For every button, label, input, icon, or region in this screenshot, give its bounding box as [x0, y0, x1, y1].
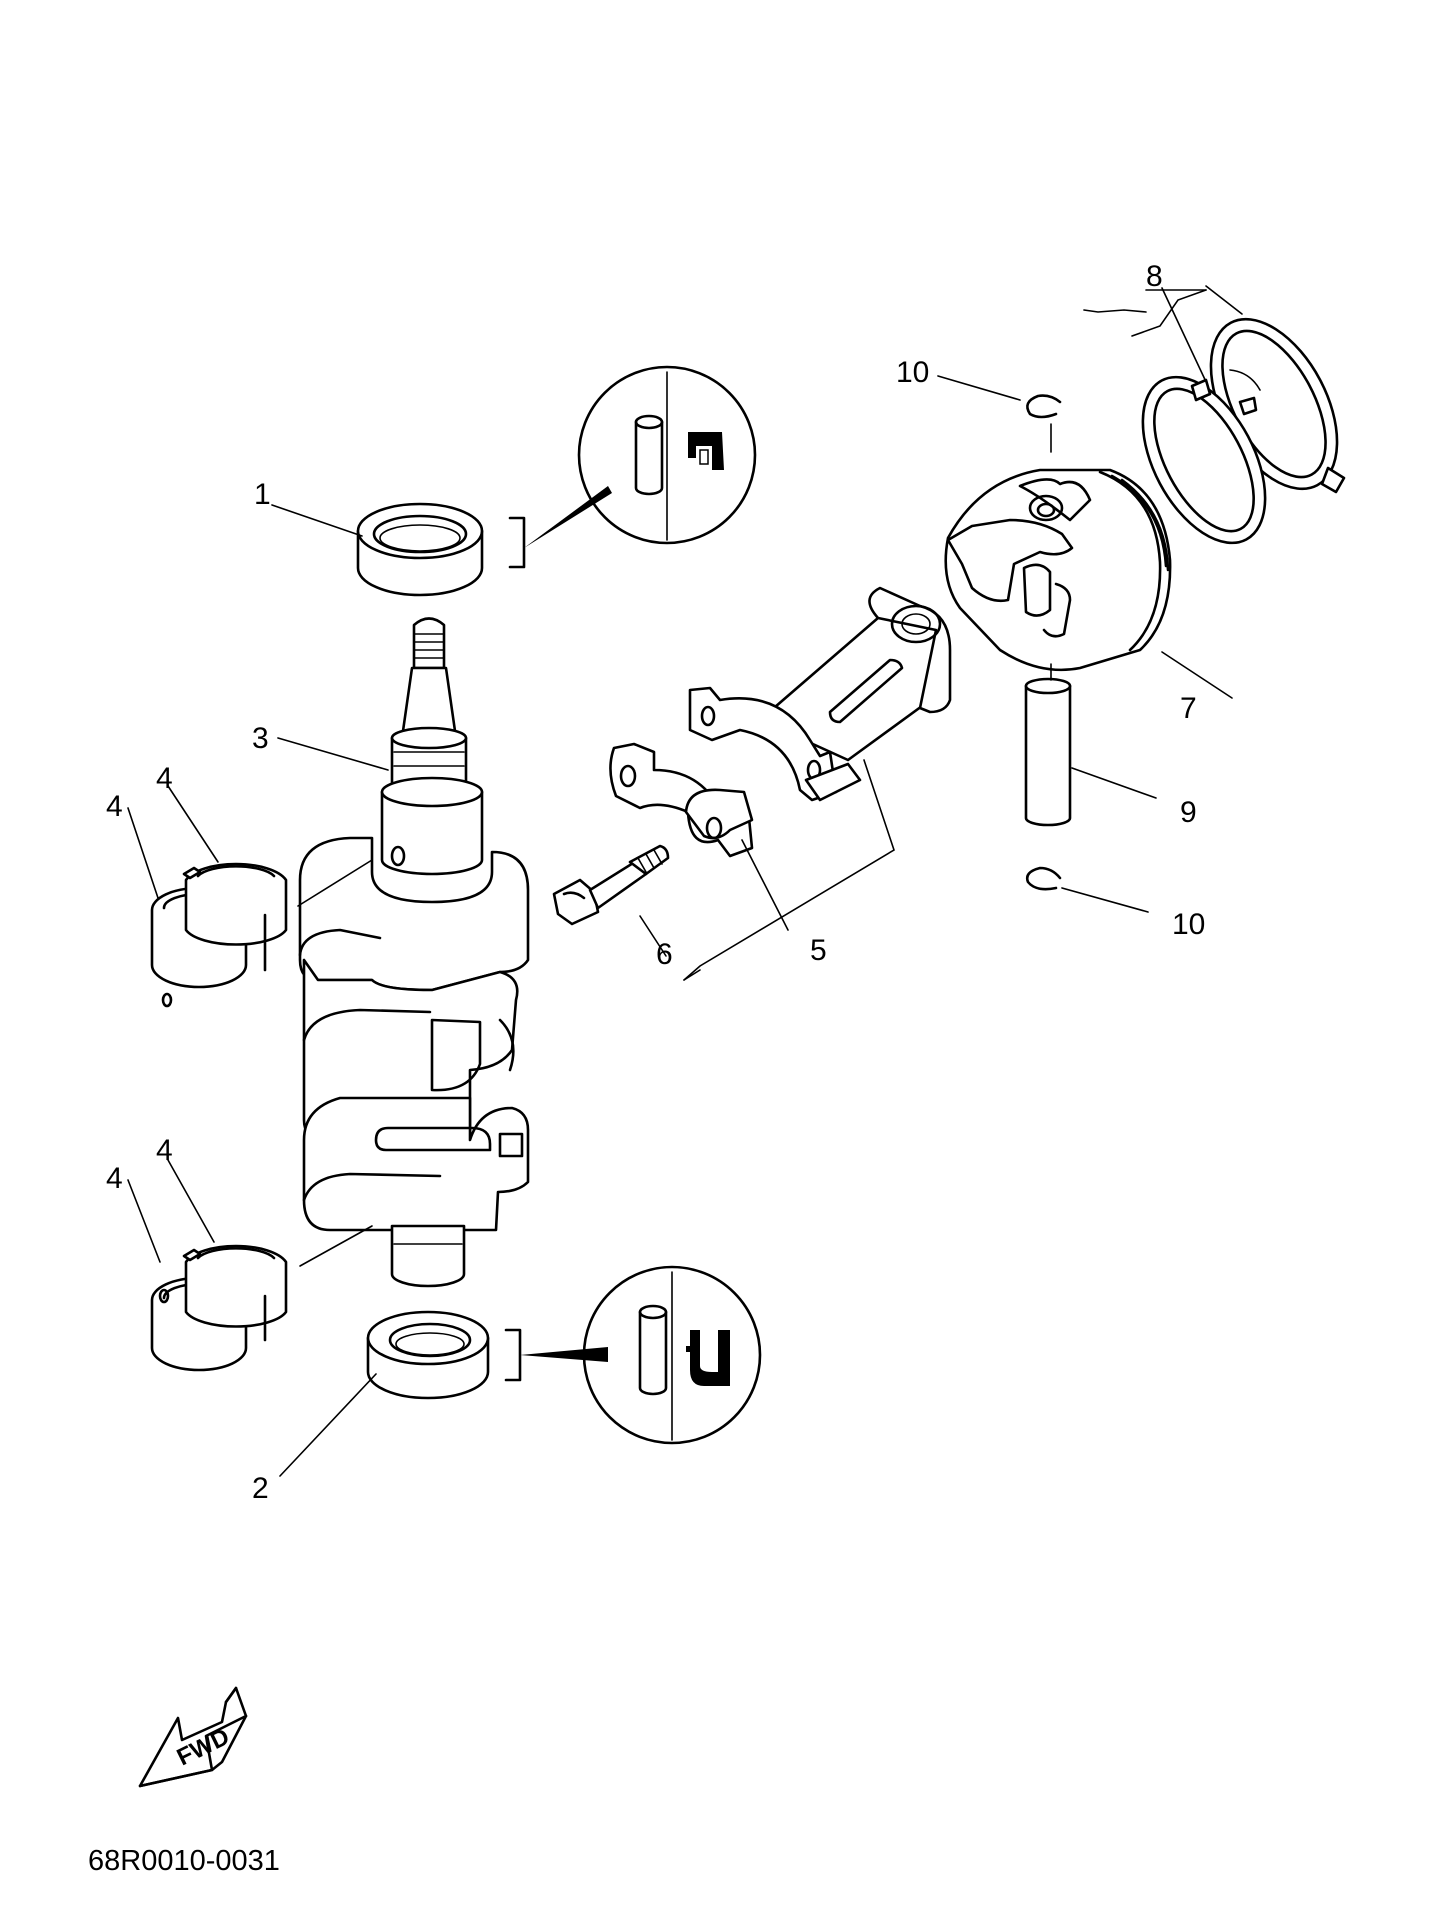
- oil-seal-detail-upper: [508, 365, 757, 569]
- callout-1: 1: [254, 478, 271, 511]
- callout-8: 8: [1146, 260, 1163, 293]
- diagram-code: 68R0010-0031: [88, 1845, 280, 1877]
- leader-lines: [127, 285, 1243, 1477]
- part-9-piston-pin: [1024, 677, 1072, 827]
- part-4-bearing-lower: [150, 1244, 288, 1372]
- part-4-bearing-upper: [150, 862, 288, 1008]
- callout-6: 6: [656, 938, 673, 971]
- part-10-clip-lower: [1025, 866, 1062, 891]
- fwd-arrow-icon: FWD: [138, 1686, 248, 1788]
- part-1-oil-seal-upper: [356, 502, 484, 597]
- oil-seal-detail-icon: [634, 414, 724, 496]
- oil-seal-detail-lower: [504, 1265, 762, 1445]
- callout-4: 4: [156, 1134, 173, 1167]
- callout-10: 10: [896, 356, 929, 389]
- part-7-piston: [944, 468, 1172, 672]
- part-8-piston-rings: [1141, 317, 1346, 545]
- callout-4: 4: [106, 790, 123, 823]
- callout-9: 9: [1180, 796, 1197, 829]
- part-6-connecting-rod-bolt: [552, 844, 670, 926]
- callouts: 1 2 3 4 4 4 4 5 6 7 8 9 10 10: [106, 260, 1205, 1505]
- callout-10: 10: [1172, 908, 1205, 941]
- part-5-connecting-rod: [609, 586, 952, 858]
- callout-4: 4: [156, 762, 173, 795]
- callout-2: 2: [252, 1472, 269, 1505]
- callout-4: 4: [106, 1162, 123, 1195]
- part-10-clip-upper: [1026, 394, 1062, 419]
- part-3-crankshaft: [298, 617, 530, 1288]
- callout-3: 3: [252, 722, 269, 755]
- callout-7: 7: [1180, 692, 1197, 725]
- callout-5: 5: [810, 934, 827, 967]
- part-2-oil-seal-lower: [366, 1310, 490, 1400]
